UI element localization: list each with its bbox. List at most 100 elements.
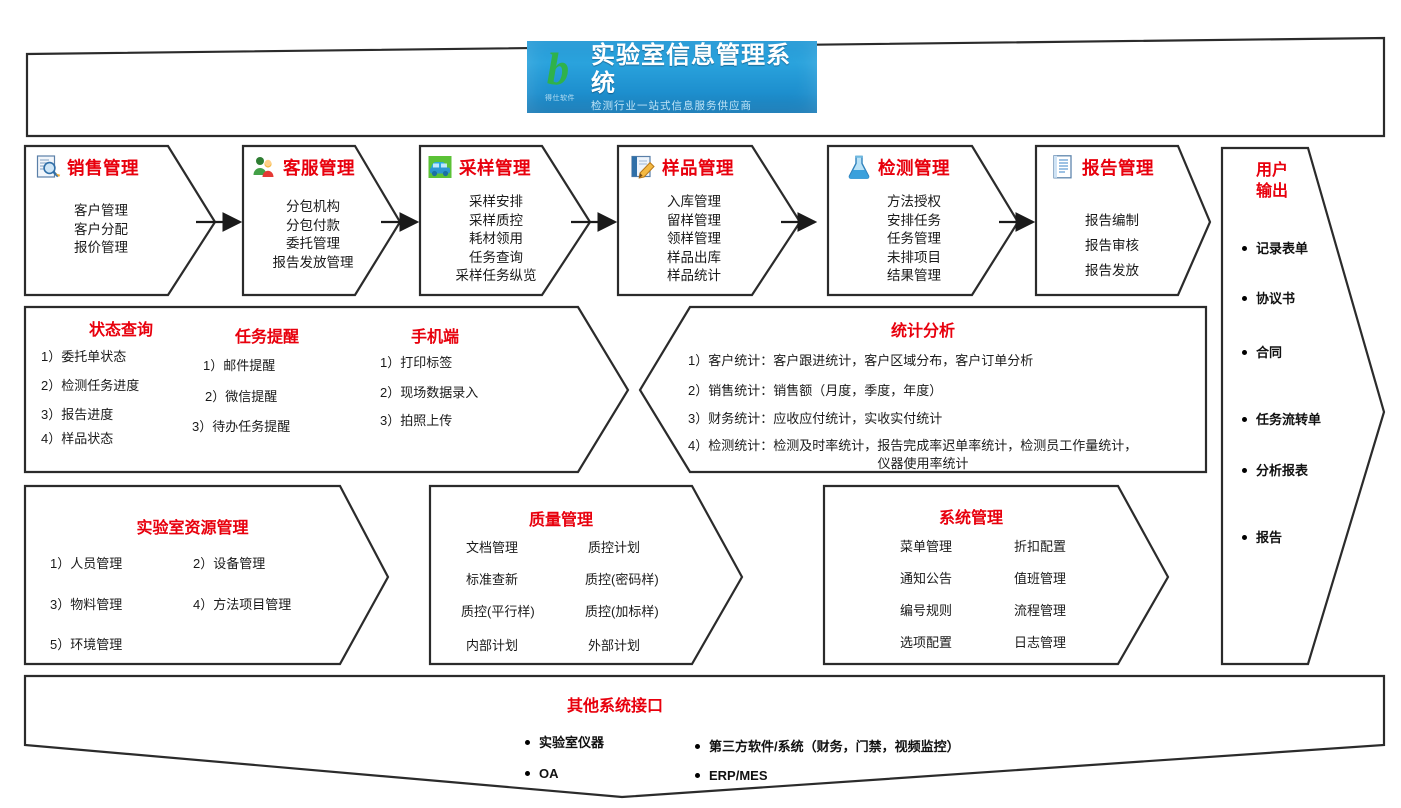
module-item[interactable]: 安排任务 bbox=[887, 212, 941, 228]
module-report-management[interactable]: 报告管理 报告编制 报告审核 报告发放 bbox=[1036, 146, 1211, 295]
system-item[interactable]: 通知公告 bbox=[900, 571, 953, 586]
user-output-item[interactable]: 报告 bbox=[1242, 527, 1282, 546]
module-item-list: 采样安排 采样质控 耗材领用 任务查询 采样任务纵览 bbox=[420, 193, 572, 286]
system-item[interactable]: 编号规则 bbox=[900, 603, 953, 618]
module-item[interactable]: 客户管理 bbox=[74, 203, 128, 218]
module-sample-management[interactable]: 样品管理 入库管理 留样管理 领样管理 样品出库 样品统计 bbox=[618, 146, 800, 295]
system-item[interactable]: 日志管理 bbox=[1014, 635, 1067, 650]
quality-item[interactable]: 外部计划 bbox=[588, 638, 641, 653]
module-item[interactable]: 采样任务纵览 bbox=[455, 268, 537, 284]
lab-resource-item[interactable]: 3）物料管理 bbox=[50, 597, 123, 612]
module-testing-management[interactable]: 检测管理 方法授权 安排任务 任务管理 未排项目 结果管理 bbox=[828, 146, 1018, 295]
module-customer-service[interactable]: 客服管理 分包机构 分包付款 委托管理 报告发放管理 bbox=[243, 146, 403, 295]
status-item[interactable]: 2）现场数据录入 bbox=[380, 385, 479, 400]
interface-item[interactable]: ERP/MES bbox=[695, 768, 768, 783]
module-sales-management[interactable]: 销售管理 客户管理 客户分配 报价管理 bbox=[25, 146, 215, 295]
module-item-list: 客户管理 客户分配 报价管理 bbox=[25, 202, 177, 258]
module-item[interactable]: 委托管理 bbox=[286, 236, 340, 252]
quality-item[interactable]: 质控计划 bbox=[588, 540, 641, 555]
system-item[interactable]: 选项配置 bbox=[900, 635, 953, 650]
quality-item[interactable]: 质控(加标样) bbox=[585, 604, 659, 619]
system-title: 系统管理 bbox=[938, 510, 1003, 527]
lab-resource-panel[interactable]: 实验室资源管理 1）人员管理 3）物料管理 5）环境管理 2）设备管理 4）方法… bbox=[25, 486, 388, 664]
customer-service-users-icon bbox=[251, 154, 277, 180]
quality-item[interactable]: 质控(密码样) bbox=[585, 572, 659, 587]
module-title: 销售管理 bbox=[67, 157, 139, 178]
company-logo: b 得仕软件 bbox=[527, 41, 591, 113]
statistics-line: 4）检测统计：检测及时率统计，报告完成率迟单率统计，检测员工作量统计， bbox=[688, 438, 1138, 453]
status-item[interactable]: 1）邮件提醒 bbox=[203, 358, 276, 373]
user-output-item[interactable]: 合同 bbox=[1242, 342, 1282, 361]
module-item[interactable]: 报告发放 bbox=[1085, 263, 1139, 278]
quality-item[interactable]: 文档管理 bbox=[466, 540, 519, 555]
lab-resource-item[interactable]: 2）设备管理 bbox=[193, 556, 266, 571]
module-item[interactable]: 采样安排 bbox=[469, 194, 523, 209]
module-item[interactable]: 分包机构 bbox=[286, 199, 340, 214]
module-item[interactable]: 采样质控 bbox=[469, 212, 523, 228]
quality-item[interactable]: 质控(平行样) bbox=[461, 604, 535, 619]
module-item[interactable]: 入库管理 bbox=[667, 194, 721, 209]
system-panel[interactable]: 系统管理 菜单管理 通知公告 编号规则 选项配置 折扣配置 值班管理 流程管理 … bbox=[824, 486, 1168, 664]
module-item[interactable]: 未排项目 bbox=[887, 249, 941, 265]
module-item[interactable]: 任务查询 bbox=[469, 249, 523, 265]
system-item[interactable]: 流程管理 bbox=[1014, 603, 1067, 618]
logo-caption: 得仕软件 bbox=[545, 95, 575, 102]
user-output-item[interactable]: 任务流转单 bbox=[1242, 409, 1321, 428]
user-output-item[interactable]: 协议书 bbox=[1242, 288, 1295, 307]
module-item[interactable]: 报告发放管理 bbox=[272, 254, 354, 270]
user-output-item[interactable]: 分析报表 bbox=[1242, 460, 1308, 479]
module-item[interactable]: 结果管理 bbox=[887, 268, 941, 284]
user-output-panel[interactable]: 用户 输出 记录表单 协议书 合同 任务流转单 分析报表 报告 bbox=[1222, 148, 1332, 664]
interface-item[interactable]: 第三方软件/系统（财务，门禁，视频监控） bbox=[695, 736, 960, 755]
module-item[interactable]: 领样管理 bbox=[667, 231, 721, 247]
lab-resource-item[interactable]: 1）人员管理 bbox=[50, 556, 123, 571]
interface-item[interactable]: 实验室仪器 bbox=[525, 732, 604, 751]
user-output-title-line1: 用户 bbox=[1255, 162, 1288, 179]
logo-letter-b-icon: b bbox=[546, 44, 570, 94]
module-item[interactable]: 耗材领用 bbox=[469, 231, 523, 247]
module-header: 样品管理 bbox=[630, 154, 734, 180]
document-search-icon bbox=[35, 154, 61, 180]
statistics-title: 统计分析 bbox=[890, 323, 955, 340]
module-item[interactable]: 报告编制 bbox=[1085, 213, 1139, 228]
status-item[interactable]: 1）打印标签 bbox=[380, 355, 453, 370]
system-item[interactable]: 折扣配置 bbox=[1014, 539, 1067, 554]
user-output-title-line2: 输出 bbox=[1255, 183, 1288, 200]
status-item[interactable]: 1）委托单状态 bbox=[41, 349, 127, 364]
quality-item[interactable]: 内部计划 bbox=[466, 638, 519, 653]
module-item[interactable]: 留样管理 bbox=[667, 212, 721, 228]
user-output-item[interactable]: 记录表单 bbox=[1242, 238, 1308, 257]
lab-resource-item[interactable]: 5）环境管理 bbox=[50, 637, 123, 652]
flask-icon bbox=[846, 154, 872, 180]
module-item[interactable]: 方法授权 bbox=[887, 194, 941, 209]
statistics-panel[interactable]: 统计分析 1）客户统计：客户跟进统计，客户区域分布，客户订单分析 2）销售统计：… bbox=[640, 307, 1206, 472]
module-item[interactable]: 报告审核 bbox=[1085, 238, 1139, 253]
module-sampling-management[interactable]: 采样管理 采样安排 采样质控 耗材领用 任务查询 采样任务纵览 bbox=[420, 146, 590, 295]
status-query-panel[interactable]: 状态查询 1）委托单状态 2）检测任务进度 3）报告进度 4）样品状态 任务提醒… bbox=[25, 307, 628, 472]
module-item[interactable]: 客户分配 bbox=[74, 221, 128, 237]
status-item[interactable]: 3）待办任务提醒 bbox=[192, 419, 291, 434]
quality-item[interactable]: 标准查新 bbox=[466, 572, 519, 587]
status-item[interactable]: 4）样品状态 bbox=[41, 431, 114, 446]
system-item[interactable]: 菜单管理 bbox=[900, 539, 953, 554]
interface-item[interactable]: OA bbox=[525, 766, 559, 781]
system-item[interactable]: 值班管理 bbox=[1014, 571, 1067, 586]
module-item[interactable]: 任务管理 bbox=[887, 231, 941, 247]
quality-panel[interactable]: 质量管理 文档管理 标准查新 质控(平行样) 内部计划 质控计划 质控(密码样)… bbox=[430, 486, 742, 664]
module-item-list: 方法授权 安排任务 任务管理 未排项目 结果管理 bbox=[828, 193, 1000, 286]
module-item[interactable]: 分包付款 bbox=[286, 217, 340, 233]
lab-resource-item[interactable]: 4）方法项目管理 bbox=[193, 597, 292, 612]
module-item[interactable]: 样品出库 bbox=[667, 249, 721, 265]
status-item[interactable]: 3）报告进度 bbox=[41, 407, 114, 422]
module-title: 采样管理 bbox=[459, 157, 531, 178]
status-item[interactable]: 2）微信提醒 bbox=[205, 389, 278, 404]
module-item[interactable]: 报价管理 bbox=[74, 240, 128, 256]
module-item-list: 报告编制 报告审核 报告发放 bbox=[1036, 208, 1188, 283]
report-document-icon bbox=[1050, 154, 1076, 180]
interfaces-panel[interactable]: 其他系统接口 实验室仪器 OA 第三方软件/系统（财务，门禁，视频监控） ERP… bbox=[25, 676, 1384, 797]
lab-resource-title: 实验室资源管理 bbox=[136, 520, 249, 537]
module-item[interactable]: 样品统计 bbox=[667, 268, 721, 284]
status-item[interactable]: 3）拍照上传 bbox=[380, 413, 453, 428]
status-item[interactable]: 2）检测任务进度 bbox=[41, 378, 140, 393]
statistics-line: 仪器使用率统计 bbox=[877, 456, 969, 471]
